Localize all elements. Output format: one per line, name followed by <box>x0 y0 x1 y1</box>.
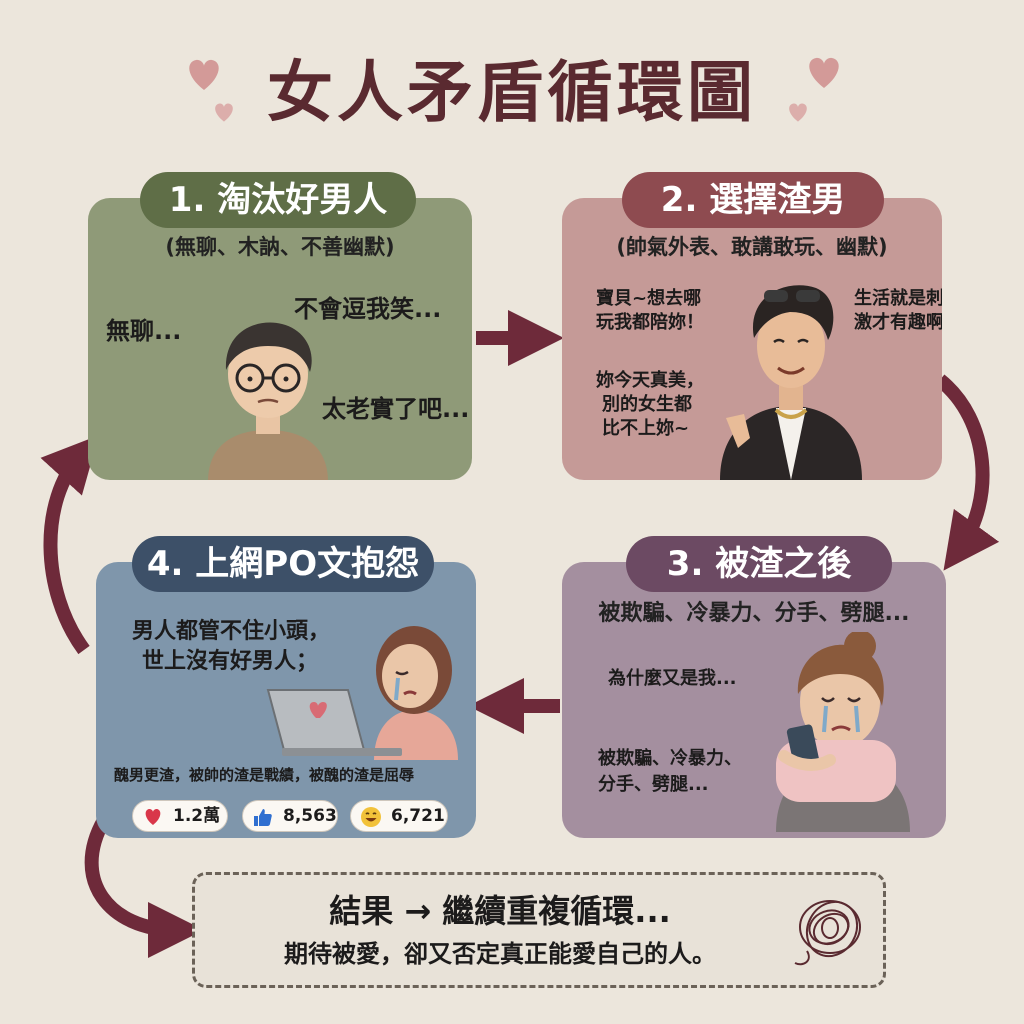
panel-1-eliminate-good-men: (無聊、木訥、不善幽默) 無聊... 不會逗我笑... 太老實了吧... <box>88 198 472 480</box>
panel-1-subtitle: (無聊、木訥、不善幽默) <box>165 235 395 259</box>
panel-1-speech-3: 太老實了吧... <box>322 395 470 423</box>
thumbs-up-icon <box>254 809 272 826</box>
panel-2-heading: 2. 選擇渣男 <box>622 172 884 228</box>
panel-2-speech-4: 激才有趣啊！ <box>854 312 942 333</box>
reaction-badge-laugh: 6,721 <box>350 800 448 832</box>
panel-3-subtitle: 被欺騙、冷暴力、分手、劈腿... <box>598 601 910 626</box>
panel-4-caption: 醜男更渣，被帥的渣是戰績，被醜的渣是屈辱 <box>114 766 415 784</box>
panel-3-after-being-hurt: 被欺騙、冷暴力、分手、劈腿... 為什麼又是我... 被欺騙、冷暴力、 分手、劈… <box>562 562 946 838</box>
page-title: 女人矛盾循環圖 <box>267 54 757 131</box>
panel-1-speech-2: 不會逗我笑... <box>294 295 442 323</box>
arrow-2-to-3-icon <box>935 374 1000 571</box>
reaction-count-like: 8,563 <box>283 806 337 826</box>
heart-icon <box>145 808 161 825</box>
panel-2-speech-2: 玩我都陪妳！ <box>596 312 704 333</box>
panel-4-online-complaint: 男人都管不住小頭， 世上沒有好男人； 醜男更渣，被帥的渣是戰績，被醜的渣是屈辱 <box>96 562 476 838</box>
result-line: 期待被愛，卻又否定真正能愛自己的人。 <box>284 940 716 968</box>
bad-boy-illustration <box>720 285 862 480</box>
nerdy-man-illustration <box>208 322 328 480</box>
panel-4-speech-2: 世上沒有好男人； <box>142 649 319 674</box>
panel-3-heading: 3. 被渣之後 <box>626 536 892 592</box>
panel-3-speech-2: 被欺騙、冷暴力、 <box>598 748 742 769</box>
result-box: 結果 → 繼續重複循環... 期待被愛，卻又否定真正能愛自己的人。 <box>192 872 886 988</box>
crying-woman-laptop-illustration <box>266 626 458 760</box>
reaction-badge-like: 8,563 <box>242 800 338 832</box>
panel-2-speech-3: 生活就是刺刺 <box>854 288 942 309</box>
arrow-4-to-1-icon <box>40 435 99 655</box>
panel-2-subtitle: (帥氣外表、敢講敢玩、幽默) <box>616 235 888 259</box>
panel-1-heading: 1. 淘汰好男人 <box>140 172 416 228</box>
panel-2-choose-bad-boy: (帥氣外表、敢講敢玩、幽默) 寶貝~想去哪 玩我都陪妳！ 生活就是刺刺 激才有趣… <box>562 198 942 480</box>
panel-2-speech-6: 別的女生都 <box>602 394 692 415</box>
reaction-count-laugh: 6,721 <box>391 806 445 826</box>
heart-decoration-icon <box>189 59 219 90</box>
panel-4-heading: 4. 上網PO文抱怨 <box>132 536 434 592</box>
reaction-count-heart: 1.2萬 <box>173 806 221 826</box>
tangled-scribble-icon <box>794 900 861 966</box>
panel-2-speech-1: 寶貝~想去哪 <box>596 288 702 309</box>
panel-2-speech-5: 妳今天真美， <box>596 370 704 391</box>
crying-woman-with-pillow-illustration <box>776 632 910 832</box>
panel-1-speech-1: 無聊... <box>106 317 182 345</box>
reaction-badge-heart: 1.2萬 <box>132 800 228 832</box>
panel-4-speech-1: 男人都管不住小頭， <box>132 619 331 644</box>
heart-decoration-icon <box>809 57 839 88</box>
panel-3-speech-1: 為什麼又是我... <box>608 668 737 689</box>
heart-decoration-icon <box>215 103 233 122</box>
heart-decoration-icon <box>789 103 807 122</box>
panel-3-speech-3: 分手、劈腿... <box>598 774 709 795</box>
panel-2-speech-7: 比不上妳~ <box>602 418 690 439</box>
laugh-emoji-icon <box>361 807 381 827</box>
result-headline: 結果 → 繼續重複循環... <box>329 892 671 930</box>
